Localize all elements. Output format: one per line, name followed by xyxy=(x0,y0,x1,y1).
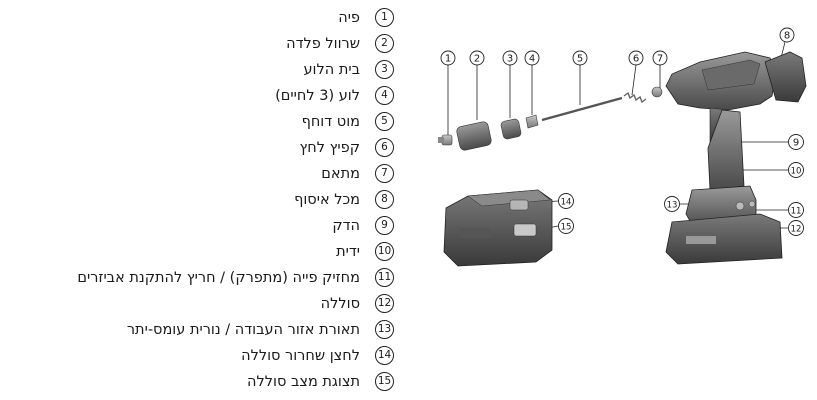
svg-text:12: 12 xyxy=(791,225,802,235)
legend-item: תצוגת מצב סוללה 15 xyxy=(247,370,400,393)
legend-number: 8 xyxy=(375,190,394,209)
legend-item: פיה 1 xyxy=(338,6,400,29)
callout-1: 1 xyxy=(440,50,456,66)
legend-number: 7 xyxy=(375,164,394,183)
legend-item: בית הלוע 3 xyxy=(303,58,400,81)
legend-item: הדק 9 xyxy=(332,214,400,237)
legend-item: מכל איסוף 8 xyxy=(294,188,400,211)
legend-item: ידית 10 xyxy=(336,240,400,263)
svg-text:7: 7 xyxy=(657,54,663,65)
legend-label: מתאם xyxy=(321,165,360,182)
callout-2: 2 xyxy=(469,50,485,66)
legend-item: לחצן שחרור סוללה 14 xyxy=(241,344,400,367)
legend-item: מתאם 7 xyxy=(321,162,400,185)
svg-text:14: 14 xyxy=(561,198,572,208)
legend-number: 3 xyxy=(375,60,394,79)
callout-11: 11 xyxy=(788,202,804,218)
nozzle-part xyxy=(438,134,453,146)
legend-item: לוע (3 לחיים) 4 xyxy=(275,84,400,107)
svg-text:9: 9 xyxy=(793,138,799,149)
svg-text:10: 10 xyxy=(791,167,802,177)
svg-text:11: 11 xyxy=(791,207,802,217)
svg-text:13: 13 xyxy=(667,201,678,211)
callout-14: 14 xyxy=(558,193,574,209)
callout-15: 15 xyxy=(558,218,574,234)
legend-number: 13 xyxy=(375,320,394,339)
legend-label: מוט דוחף xyxy=(301,113,360,130)
svg-text:5: 5 xyxy=(577,54,583,65)
legend-number: 1 xyxy=(375,8,394,27)
legend-item: קפיץ לחץ 6 xyxy=(299,136,400,159)
legend-label: הדק xyxy=(332,217,360,234)
legend-label: לוע (3 לחיים) xyxy=(275,87,360,104)
callout-8: 8 xyxy=(779,27,795,43)
push-rod-part xyxy=(541,96,623,122)
legend-label: תאורת אזור העבודה / נורית עומס-יתר xyxy=(126,321,360,338)
legend-number: 4 xyxy=(375,86,394,105)
legend-number: 5 xyxy=(375,112,394,131)
legend-number: 14 xyxy=(375,346,394,365)
spring-part xyxy=(623,91,647,104)
legend-item: תאורת אזור העבודה / נורית עומס-יתר 13 xyxy=(127,318,400,341)
callout-10: 10 xyxy=(788,162,804,178)
jaws-part xyxy=(525,114,539,129)
legend-number: 12 xyxy=(375,294,394,313)
svg-text:2: 2 xyxy=(474,54,480,65)
legend-label: סוללה xyxy=(320,295,360,312)
svg-text:3: 3 xyxy=(507,54,513,65)
svg-text:15: 15 xyxy=(561,223,572,233)
legend-number: 6 xyxy=(375,138,394,157)
callout-3: 3 xyxy=(502,50,518,66)
legend-label: ידית xyxy=(336,243,360,260)
legend-label: פיה xyxy=(338,9,360,26)
legend-label: מחזיק פייה (מתפרק) / חריץ להתקנת אביזרים xyxy=(77,269,360,286)
steel-sleeve-part xyxy=(456,121,492,151)
callout-13: 13 xyxy=(664,196,680,212)
callout-4: 4 xyxy=(524,50,540,66)
legend-label: בית הלוע xyxy=(303,61,360,78)
svg-text:8: 8 xyxy=(784,31,790,42)
callout-7: 7 xyxy=(652,50,668,66)
callout-6: 6 xyxy=(628,50,644,66)
legend-number: 15 xyxy=(375,372,394,391)
legend-item: מוט דוחף 5 xyxy=(302,110,400,133)
svg-text:6: 6 xyxy=(633,54,639,65)
tool-illustration: 1 2 3 4 5 6 7 8 9 10 11 12 13 14 15 xyxy=(410,0,817,396)
legend-label: קפיץ לחץ xyxy=(299,139,360,156)
legend-label: שרוול פלדה xyxy=(286,35,360,52)
legend-number: 2 xyxy=(375,34,394,53)
legend-item: שרוול פלדה 2 xyxy=(286,32,400,55)
tool-body xyxy=(665,51,807,265)
legend-label: מכל איסוף xyxy=(294,191,360,208)
legend-number: 9 xyxy=(375,216,394,235)
callout-12: 12 xyxy=(788,220,804,236)
battery-pack xyxy=(443,189,553,267)
legend-item: סוללה 12 xyxy=(321,292,400,315)
legend-number: 11 xyxy=(375,268,394,287)
svg-text:1: 1 xyxy=(445,54,451,65)
legend-number: 10 xyxy=(375,242,394,261)
adapter-part xyxy=(651,86,663,98)
jaw-housing-part xyxy=(500,118,522,140)
callout-9: 9 xyxy=(788,134,804,150)
svg-text:4: 4 xyxy=(529,54,535,65)
legend-label: לחצן שחרור סוללה xyxy=(241,347,360,364)
callout-5: 5 xyxy=(572,50,588,66)
legend-item: מחזיק פייה (מתפרק) / חריץ להתקנת אביזרים… xyxy=(77,266,400,289)
legend-label: תצוגת מצב סוללה xyxy=(247,373,360,390)
